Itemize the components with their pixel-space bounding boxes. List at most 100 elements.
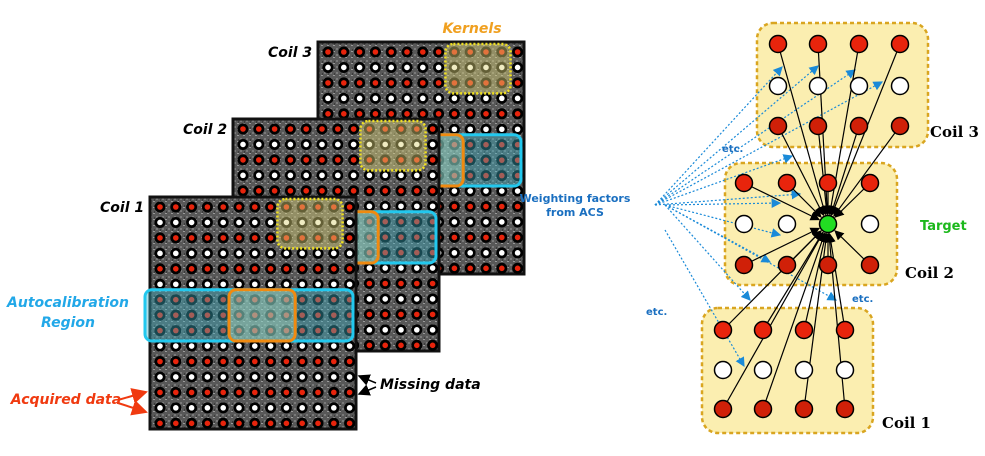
missing-point	[271, 141, 278, 148]
missing-point	[483, 64, 489, 71]
kernel-box	[359, 119, 427, 172]
contribution-arrow	[743, 227, 821, 266]
acquired-point	[240, 188, 246, 194]
acquired-point	[188, 235, 195, 241]
acquired-point	[240, 126, 246, 132]
acquired-point	[429, 188, 436, 194]
missing-point	[398, 172, 404, 179]
acquired-point	[350, 188, 357, 194]
missing-point	[299, 374, 306, 380]
acquired-point	[713, 320, 733, 340]
acquired-point	[157, 235, 163, 241]
missing-point	[372, 64, 379, 71]
missing-point	[255, 172, 262, 179]
acquired-point	[451, 49, 458, 55]
acquired-point	[299, 358, 306, 365]
acquired-point	[319, 188, 325, 194]
acquired-point	[398, 157, 404, 163]
acquired-point	[514, 80, 521, 86]
acquired-point	[414, 311, 420, 318]
acquired-point	[188, 327, 195, 334]
acquired-point	[398, 280, 404, 287]
acquired-point	[414, 249, 420, 256]
missing-point	[483, 126, 489, 133]
acquired-point	[420, 49, 426, 55]
missing-point	[366, 265, 373, 271]
acquired-point	[382, 188, 389, 194]
acquired-point	[483, 49, 489, 55]
acquired-point	[429, 218, 436, 225]
acquired-point	[483, 111, 489, 117]
acquired-point	[287, 188, 294, 194]
missing-point	[356, 95, 363, 102]
acquired-point	[356, 111, 363, 117]
coil1-label: Coil 1	[100, 200, 144, 216]
contribution-arrow	[762, 232, 827, 410]
missing-point	[366, 296, 373, 302]
missing-point	[315, 343, 321, 349]
contribution-arrow	[817, 125, 831, 216]
right-coil2-label: Coil 2	[905, 264, 954, 282]
weight-arrow	[664, 198, 782, 208]
acquired-point	[315, 235, 321, 241]
acquired-point	[835, 399, 855, 419]
missing-point	[157, 374, 163, 380]
missing-point	[382, 296, 389, 302]
missing-point	[350, 141, 357, 148]
acquired-point	[267, 389, 274, 396]
acquired-point	[451, 234, 458, 241]
missing-point	[204, 219, 211, 226]
weights-label-line2: from ACS	[546, 206, 604, 219]
acquired-point	[283, 327, 290, 334]
acquired-point	[204, 266, 211, 272]
missing-point	[287, 172, 294, 179]
acquired-point	[252, 327, 258, 334]
missing-point	[299, 405, 306, 411]
weight-arrow	[654, 189, 802, 206]
acquired-point	[157, 420, 163, 427]
acquired-point	[335, 188, 341, 194]
acquired-data-label: Acquired data	[10, 392, 121, 408]
missing-point	[204, 250, 211, 257]
missing-point	[398, 327, 404, 333]
missing-point	[398, 141, 404, 148]
missing-point	[283, 405, 290, 411]
acquired-point	[157, 204, 163, 210]
weight-arrow	[664, 204, 838, 301]
missing-point	[236, 219, 242, 226]
acquired-point	[236, 358, 242, 365]
acquired-point	[890, 116, 910, 136]
acquired-point	[514, 141, 521, 148]
kernels-label: Kernels	[442, 21, 501, 37]
missing-point	[808, 76, 828, 96]
acquired-point	[240, 157, 246, 163]
missing-point	[252, 281, 258, 288]
missing-point	[299, 219, 306, 226]
acquired-point	[299, 235, 306, 241]
kernel-highlight-box	[227, 288, 297, 343]
missing-point	[382, 265, 389, 271]
acquired-point	[331, 204, 337, 210]
missing-point	[173, 219, 179, 226]
missing-point	[325, 95, 331, 102]
acquired-point	[188, 296, 195, 303]
missing-point	[236, 343, 242, 349]
acquired-point	[514, 172, 521, 179]
missing-point	[429, 141, 436, 148]
acquired-point	[303, 126, 310, 132]
acquired-point	[188, 312, 195, 318]
acquired-point	[220, 389, 226, 396]
acquired-point	[420, 80, 426, 86]
target-label: Target	[920, 219, 967, 234]
acquired-point	[299, 389, 306, 396]
acquired-point	[356, 49, 363, 55]
acquired-point	[299, 266, 306, 272]
acquired-point	[283, 204, 290, 210]
acquired-point	[204, 327, 211, 334]
missing-point	[777, 214, 797, 234]
acquired-point	[346, 266, 353, 272]
acquired-point	[341, 111, 347, 117]
acquired-point	[414, 234, 420, 240]
acquired-point	[331, 358, 337, 365]
missing-point	[398, 203, 404, 210]
